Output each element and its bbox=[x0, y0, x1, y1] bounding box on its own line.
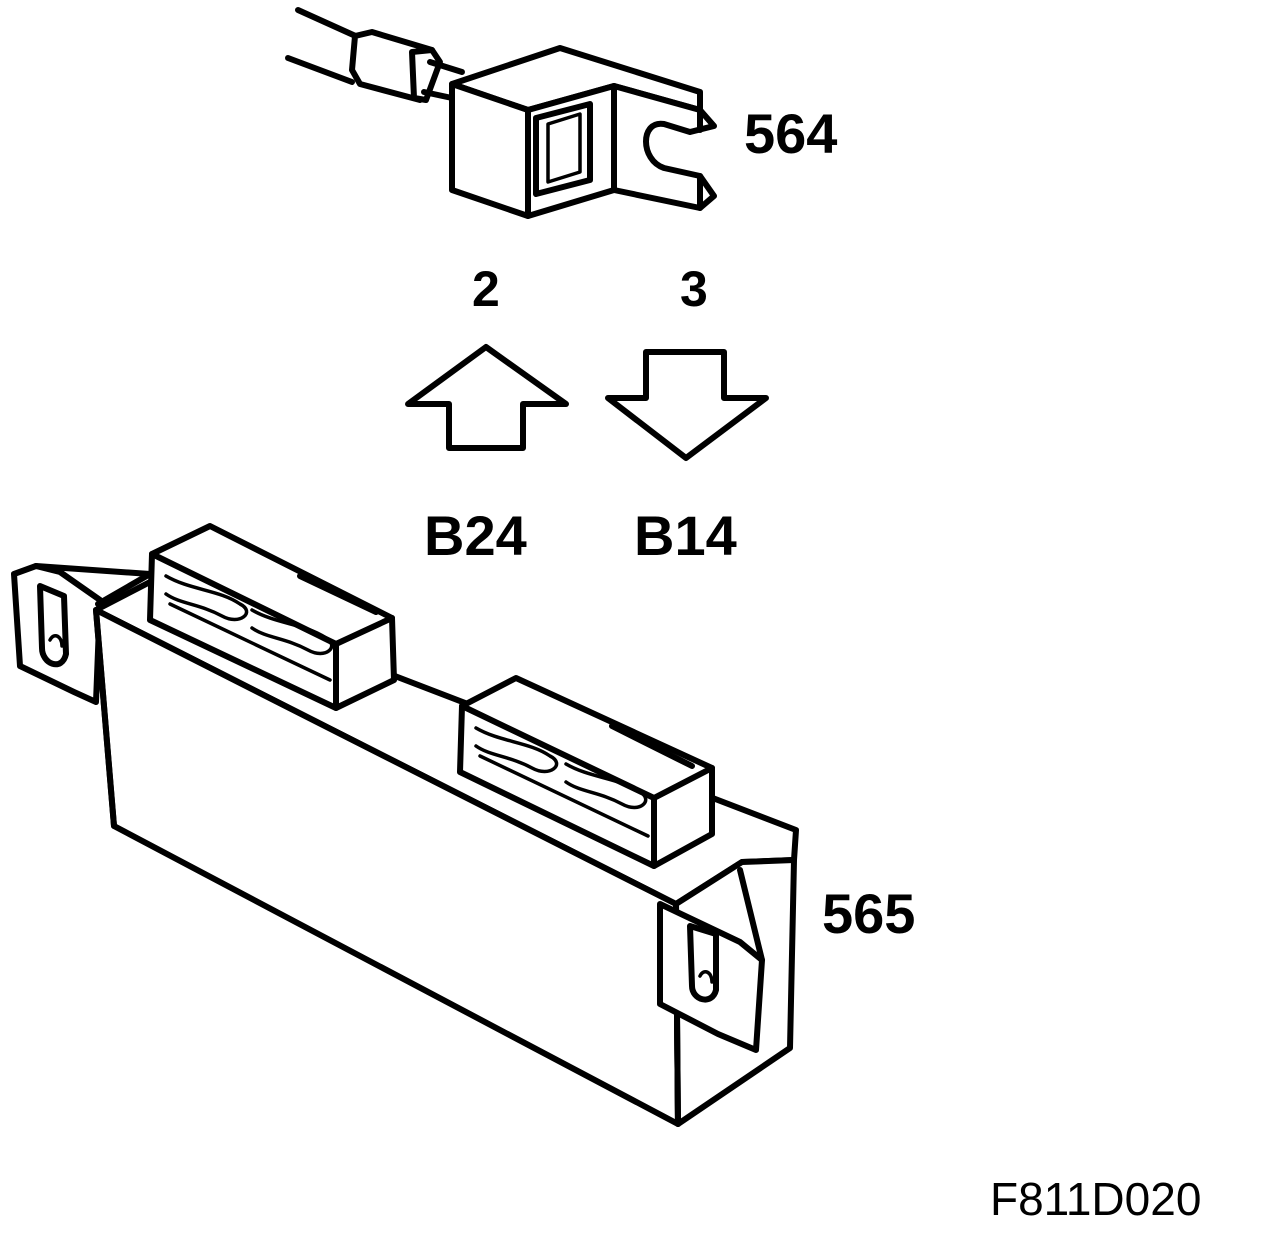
right-flange-slot bbox=[687, 923, 719, 1003]
engine-label-right: B14 bbox=[634, 504, 737, 567]
connector-window-inner bbox=[546, 112, 582, 184]
left-flange-slot bbox=[37, 583, 69, 668]
connector-window-outer bbox=[533, 101, 593, 197]
wire-lower-line bbox=[285, 55, 355, 85]
pin-label-right: 3 bbox=[680, 261, 708, 317]
connector-front-face bbox=[525, 83, 617, 219]
module-565-drawing bbox=[11, 523, 799, 1127]
socket-left-floor bbox=[168, 602, 332, 682]
left-flange bbox=[11, 563, 103, 705]
socket-left-latch bbox=[297, 573, 379, 615]
socket-right-latch bbox=[609, 723, 695, 769]
socket-left-pin-a bbox=[164, 574, 249, 622]
right-flange-hole bbox=[698, 970, 714, 984]
wire-core-upper bbox=[427, 59, 465, 75]
connector-564-drawing bbox=[285, 7, 717, 219]
wire-upper-line bbox=[295, 7, 363, 41]
wire-core-lower bbox=[421, 89, 455, 101]
socket-right-pin-a bbox=[474, 726, 559, 774]
connector-fork-tab bbox=[611, 83, 717, 211]
socket-right-floor bbox=[478, 754, 650, 838]
connector-part-number: 564 bbox=[744, 102, 838, 165]
pin-label-left: 2 bbox=[472, 261, 500, 317]
connector-side-face bbox=[449, 81, 531, 219]
arrow-down-icon bbox=[605, 349, 769, 461]
socket-right-pin-b bbox=[564, 762, 648, 810]
right-flange-rib bbox=[737, 867, 765, 963]
arrow-up-icon bbox=[405, 344, 569, 451]
figure-code: F811D020 bbox=[990, 1173, 1202, 1225]
left-flange-hole bbox=[48, 634, 64, 648]
module-part-number: 565 bbox=[822, 882, 916, 945]
socket-left-pin-b bbox=[250, 608, 334, 656]
engine-label-left: B24 bbox=[424, 504, 527, 567]
module-left-edge bbox=[93, 607, 117, 829]
